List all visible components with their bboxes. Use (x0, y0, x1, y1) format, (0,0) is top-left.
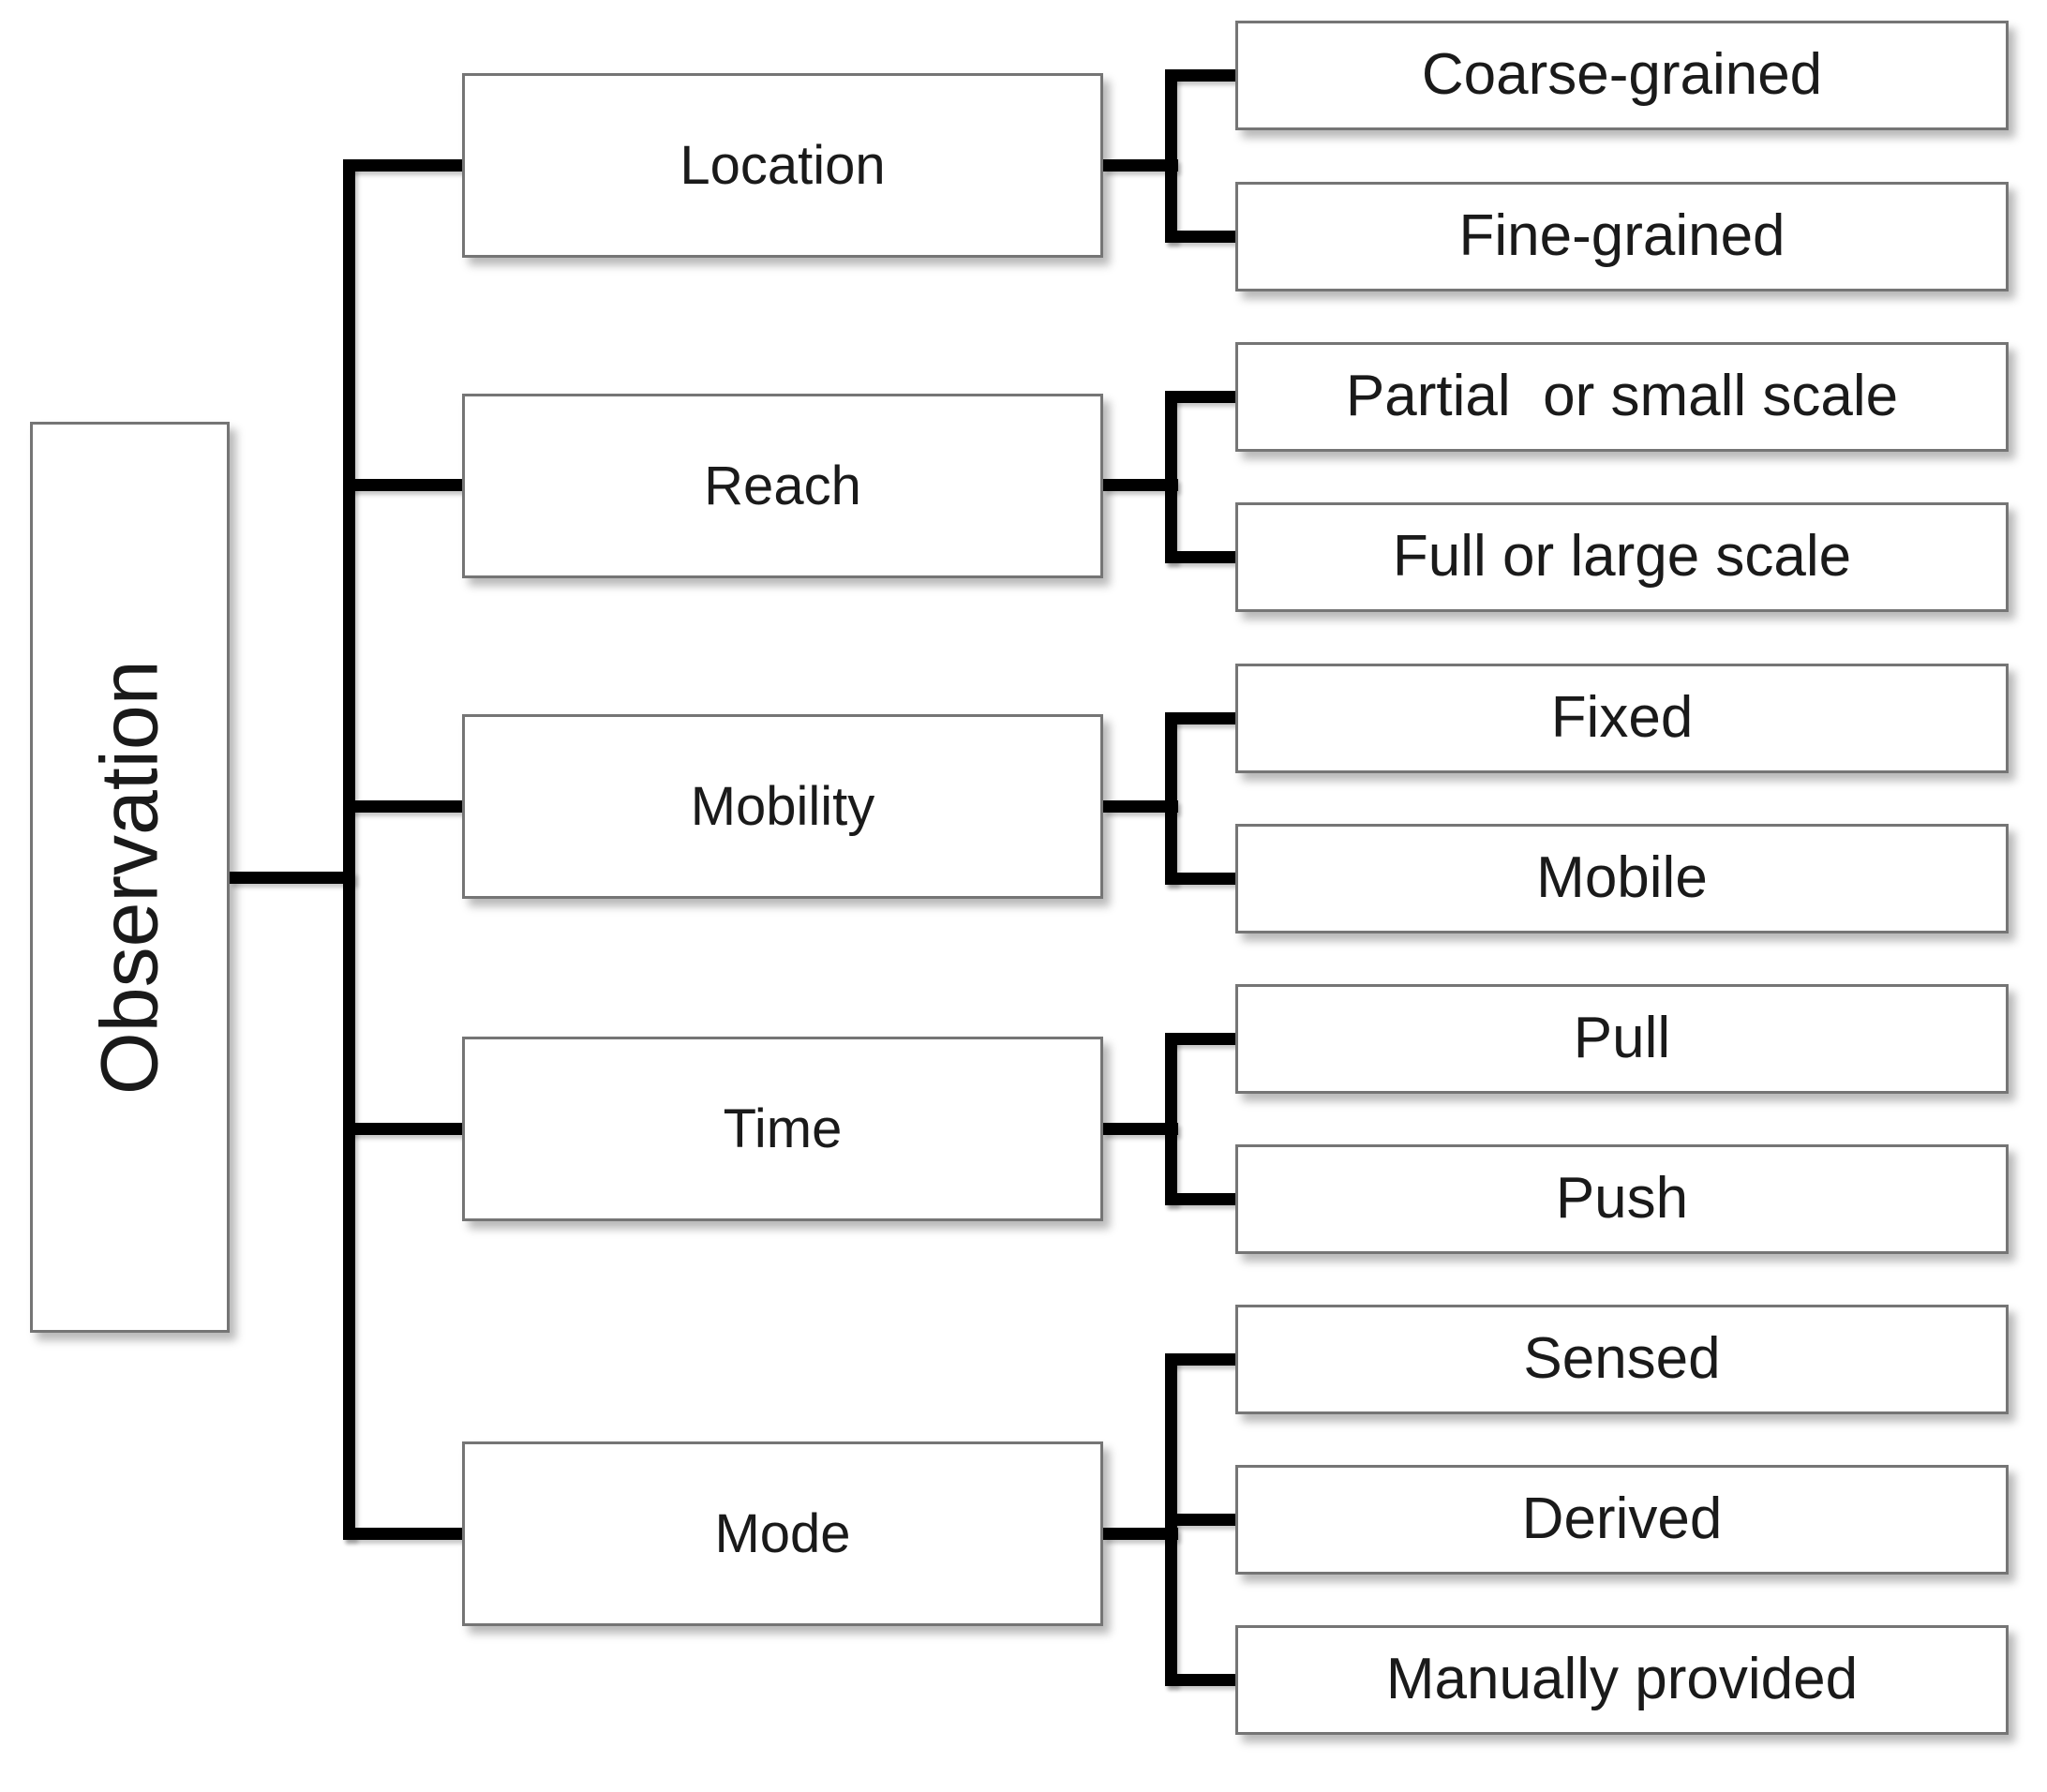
node-observation: Observation (30, 422, 230, 1333)
feed-line-time (1103, 1123, 1178, 1135)
leaf-node-push: Push (1235, 1144, 2009, 1254)
category-node-mobility: Mobility (462, 714, 1103, 899)
branch-line-reach (343, 479, 462, 491)
leaf-label: Full or large scale (1392, 524, 1852, 590)
category-label: Mobility (690, 775, 875, 837)
leaf-node-manually-provided: Manually provided (1235, 1625, 2009, 1735)
leaf-label: Derived (1521, 1486, 1723, 1552)
branch-line-time (343, 1123, 462, 1135)
group-vertical-line-time (1165, 1033, 1177, 1205)
leaf-node-partial-or-small-scale: Partial or small scale (1235, 342, 2009, 452)
leaf-node-derived: Derived (1235, 1465, 2009, 1575)
leaf-stub-line (1165, 1514, 1235, 1526)
branch-line-location (343, 159, 462, 172)
leaf-node-full-or-large-scale: Full or large scale (1235, 502, 2009, 612)
category-node-time: Time (462, 1037, 1103, 1221)
group-vertical-line-mobility (1165, 712, 1177, 885)
leaf-label: Partial or small scale (1345, 364, 1899, 429)
leaf-stub-line (1165, 69, 1235, 82)
feed-line-reach (1103, 479, 1178, 491)
group-vertical-line-location (1165, 69, 1177, 243)
leaf-stub-line (1165, 231, 1235, 243)
leaf-node-pull: Pull (1235, 984, 2009, 1094)
feed-line-location (1103, 159, 1178, 172)
leaf-label: Push (1555, 1166, 1689, 1232)
feed-line-mode (1103, 1528, 1178, 1540)
leaf-node-fine-grained: Fine-grained (1235, 182, 2009, 291)
root-connector-line (230, 872, 355, 884)
category-label: Location (680, 134, 886, 196)
leaf-label: Fixed (1550, 685, 1694, 751)
leaf-stub-line (1165, 1193, 1235, 1205)
leaf-stub-line (1165, 712, 1235, 724)
leaf-stub-line (1165, 391, 1235, 403)
leaf-label: Coarse-grained (1421, 42, 1823, 108)
leaf-label: Pull (1573, 1006, 1671, 1071)
leaf-node-mobile: Mobile (1235, 824, 2009, 933)
leaf-stub-line (1165, 551, 1235, 563)
category-label: Mode (714, 1502, 851, 1564)
feed-line-mobility (1103, 800, 1178, 813)
branch-line-mode (343, 1528, 462, 1540)
category-label: Time (723, 1098, 843, 1159)
category-node-location: Location (462, 73, 1103, 258)
leaf-stub-line (1165, 873, 1235, 885)
leaf-node-coarse-grained: Coarse-grained (1235, 21, 2009, 130)
branch-line-mobility (343, 800, 462, 813)
leaf-label: Sensed (1523, 1326, 1721, 1392)
category-node-reach: Reach (462, 394, 1103, 578)
category-label: Reach (704, 455, 861, 516)
leaf-stub-line (1165, 1674, 1235, 1686)
group-vertical-line-reach (1165, 391, 1177, 563)
leaf-node-fixed: Fixed (1235, 664, 2009, 773)
leaf-stub-line (1165, 1353, 1235, 1366)
leaf-label: Fine-grained (1458, 203, 1786, 269)
leaf-label: Mobile (1536, 845, 1708, 911)
category-node-mode: Mode (462, 1441, 1103, 1626)
node-observation-label: Observation (84, 660, 175, 1095)
trunk-connector-line (343, 159, 355, 1540)
leaf-node-sensed: Sensed (1235, 1305, 2009, 1414)
leaf-stub-line (1165, 1033, 1235, 1045)
leaf-label: Manually provided (1385, 1647, 1859, 1712)
